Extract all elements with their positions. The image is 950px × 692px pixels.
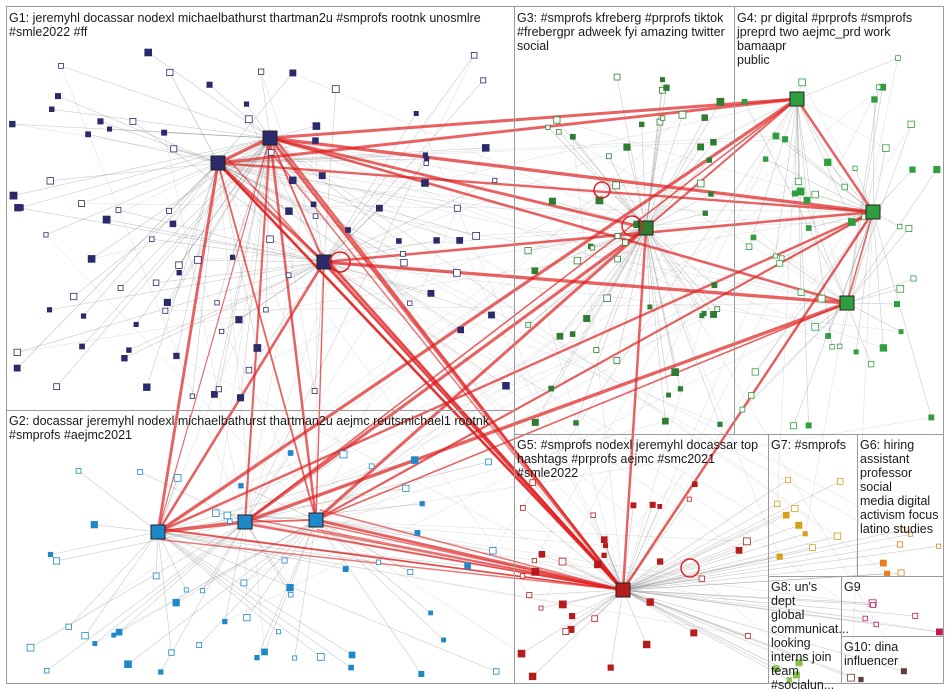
group-label-g10: G10: dina influencer bbox=[844, 640, 940, 668]
group-label-g3: G3: #smprofs kfreberg #prprofs tiktok #f… bbox=[517, 11, 733, 53]
group-label-g7: G7: #smprofs bbox=[771, 438, 857, 452]
group-label-g2: G2: docassar jeremyhl nodexl michaelbath… bbox=[9, 414, 513, 442]
group-label-g8: G8: un's dept global communicat... looki… bbox=[771, 580, 843, 692]
group-box-g1 bbox=[6, 6, 515, 411]
group-label-g9: G9 bbox=[844, 580, 940, 594]
group-label-g1: G1: jeremyhl docassar nodexl michaelbath… bbox=[9, 11, 513, 39]
group-label-g4: G4: pr digital #prprofs #smprofs jpreprd… bbox=[737, 11, 942, 67]
group-label-g6: G6: hiring assistant professor social me… bbox=[860, 438, 944, 536]
group-box-g3 bbox=[514, 6, 735, 435]
group-box-g2 bbox=[6, 410, 515, 684]
group-box-g7 bbox=[768, 434, 858, 577]
group-label-g5: G5: #smprofs nodexl jeremyhl docassar to… bbox=[517, 438, 769, 480]
group-box-g4 bbox=[734, 6, 944, 435]
